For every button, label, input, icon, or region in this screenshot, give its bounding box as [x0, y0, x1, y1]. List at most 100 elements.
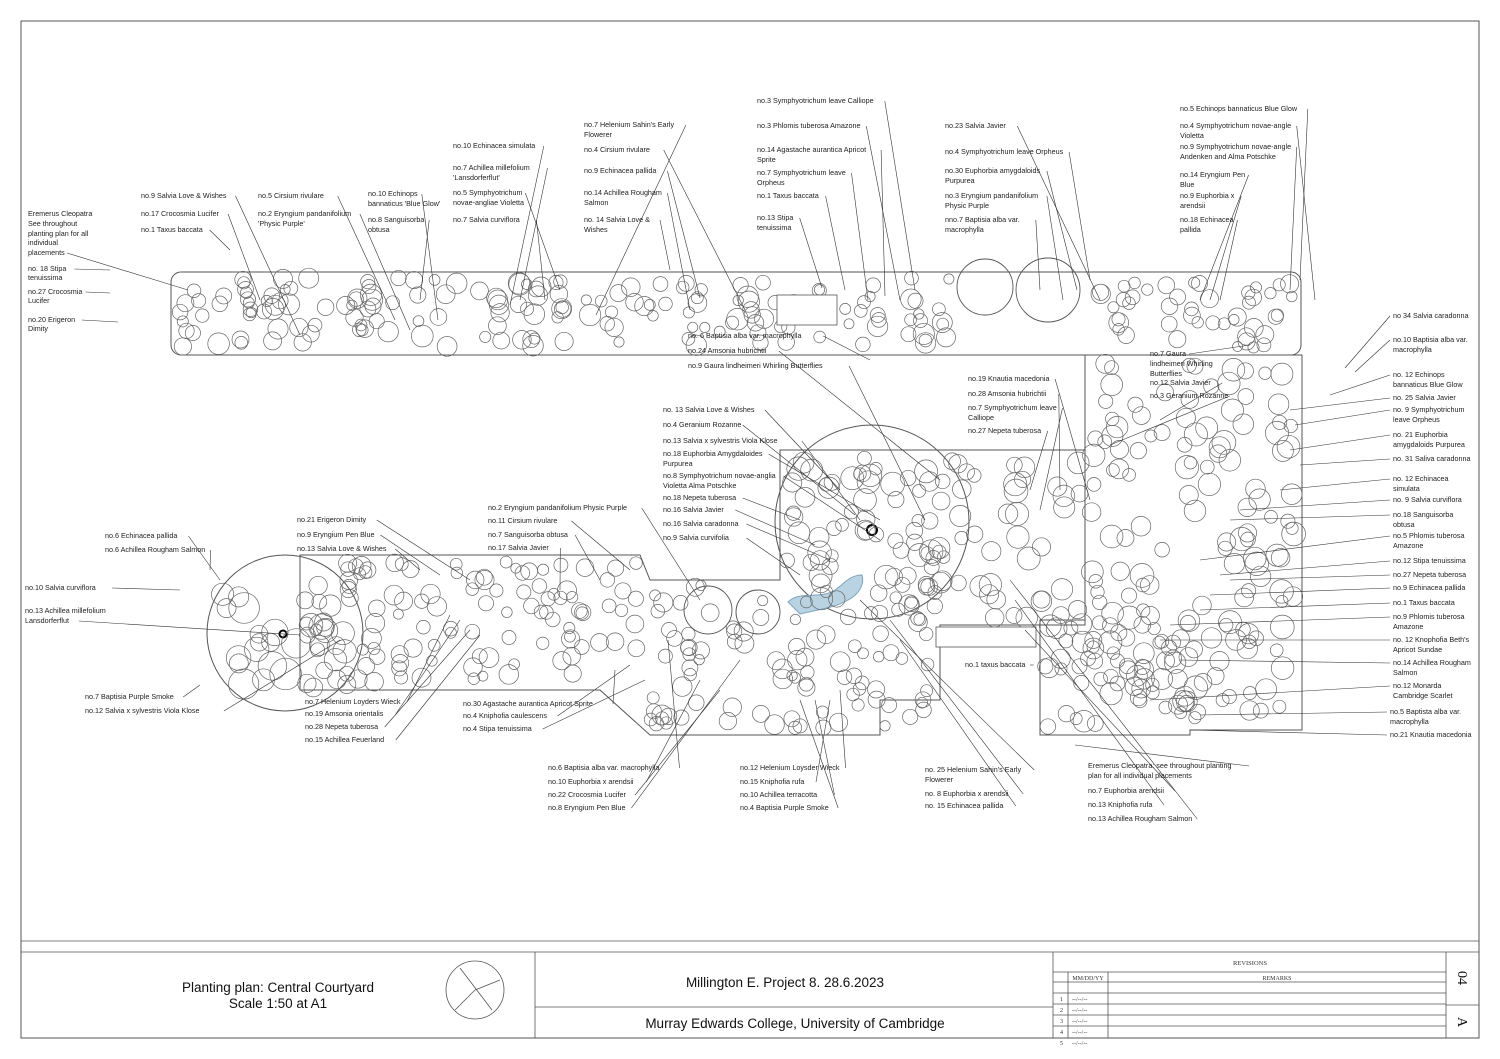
shrub: [1168, 330, 1187, 349]
leader-line: [612, 669, 616, 705]
shrub: [1191, 316, 1204, 329]
shrub: [1189, 704, 1206, 721]
shrub: [902, 708, 919, 725]
shrub: [501, 630, 517, 645]
shrub: [813, 330, 826, 344]
central-circle: [774, 424, 970, 620]
shrub: [872, 625, 889, 642]
shrub: [267, 318, 289, 340]
shrub: [338, 553, 357, 573]
shrub: [1124, 289, 1141, 306]
shrub: [613, 336, 625, 348]
plant-label: lindheimeri Whirling: [1150, 359, 1213, 368]
plant-label: no.8 Sanguisorba: [368, 215, 424, 224]
plant-label: no.12 Stipa tenuissima: [1393, 556, 1466, 565]
leader-line: [663, 149, 746, 311]
shrub: [845, 667, 863, 684]
plant-label: no.4 Cirsium rivulare: [584, 145, 650, 154]
shrub: [450, 566, 463, 580]
shrub: [367, 641, 381, 655]
shrub: [1098, 393, 1114, 409]
shrub: [806, 629, 826, 650]
shrub: [1037, 658, 1054, 675]
shrub: [718, 712, 737, 731]
shrub: [797, 678, 816, 697]
shrub: [1265, 421, 1289, 445]
shrub: [1269, 579, 1294, 604]
shrub: [348, 669, 368, 689]
shrub: [1181, 358, 1197, 373]
shrub: [1151, 668, 1173, 690]
shrub: [864, 606, 878, 621]
shrub: [800, 458, 824, 482]
shrub: [932, 302, 946, 316]
leader-line: [1046, 170, 1078, 291]
leader-line: [1354, 339, 1391, 373]
shrub: [412, 315, 425, 327]
shrub: [551, 298, 573, 320]
shrub: [802, 553, 820, 571]
shrub: [1016, 546, 1041, 571]
shrub: [314, 612, 333, 632]
plant-label: no.4 Geranium Rozanne: [663, 420, 741, 429]
shrub: [695, 579, 707, 591]
shrub: [391, 660, 408, 677]
shrub: [1164, 651, 1187, 674]
shrub: [1252, 702, 1269, 719]
plant-label: pallida: [1180, 225, 1201, 234]
shrub: [672, 676, 693, 697]
shrub: [1104, 360, 1119, 376]
shrub: [1098, 630, 1123, 655]
plant-label: no.12 Helenium Loysder Wieck: [740, 763, 840, 772]
plant-label: no.5 Echinops bannaticus Blue Glow: [1180, 104, 1298, 113]
leader-line: [509, 145, 545, 306]
shrub: [574, 639, 590, 655]
shrub: [563, 622, 576, 634]
leader-line: [815, 699, 831, 783]
shrub: [554, 300, 572, 318]
shrub: [1265, 543, 1289, 567]
plant-label: Calliope: [968, 413, 994, 422]
shrub: [752, 609, 770, 626]
shrub: [1176, 437, 1193, 453]
plant-label: no. 18 Stipa: [28, 264, 66, 273]
shrub: [523, 303, 545, 325]
shrub: [868, 526, 884, 543]
shrub: [564, 630, 576, 643]
shrub: [935, 473, 951, 490]
leader-line: [1054, 378, 1091, 501]
shrub: [1097, 434, 1112, 450]
shrub: [907, 543, 932, 568]
shrub: [531, 276, 552, 297]
shrub: [1217, 317, 1231, 331]
plant-label: no. 12 Echinacea: [1393, 474, 1449, 483]
shrub: [1191, 275, 1208, 292]
shrub: [1082, 637, 1105, 660]
shrub: [296, 591, 315, 610]
shrub: [954, 531, 969, 546]
leader-line: [659, 219, 671, 271]
shrub: [1168, 694, 1188, 715]
shrub: [926, 598, 943, 615]
leader-line: [395, 619, 461, 715]
shrub: [867, 315, 889, 337]
shrub: [904, 596, 920, 612]
leader-line: [384, 629, 471, 728]
shrub: [1255, 325, 1275, 344]
shrub: [411, 324, 434, 348]
plant-label: no. 9 Symphyotrichum: [1393, 405, 1465, 414]
shrub: [732, 277, 749, 294]
plant-label: no.1 taxus baccata: [965, 660, 1025, 669]
shrub: [1003, 472, 1028, 497]
shrub: [772, 668, 793, 690]
shrub: [195, 308, 210, 323]
shrub: [1122, 468, 1136, 482]
shrub: [1270, 548, 1291, 568]
shrub: [516, 584, 532, 600]
shrub: [688, 694, 705, 711]
plant-label: Physic Purple: [945, 201, 989, 210]
plant-label: no.4 Kniphofia caulescens: [463, 711, 547, 720]
shrub: [1238, 623, 1260, 645]
shrub: [393, 608, 404, 620]
